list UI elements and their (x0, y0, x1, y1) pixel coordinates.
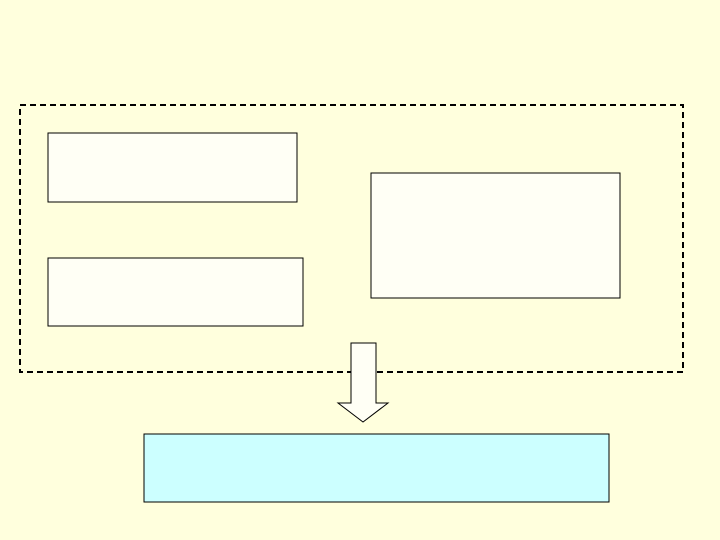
box-top-left-label (48, 133, 297, 202)
box-bottom-left (47, 257, 304, 327)
box-right (370, 172, 621, 299)
output-box (143, 433, 610, 503)
box-bottom-left-label (48, 258, 303, 326)
down-arrow (336, 342, 390, 423)
box-top-left (47, 132, 298, 203)
box-right-label (371, 173, 620, 298)
output-box-label (144, 434, 609, 502)
